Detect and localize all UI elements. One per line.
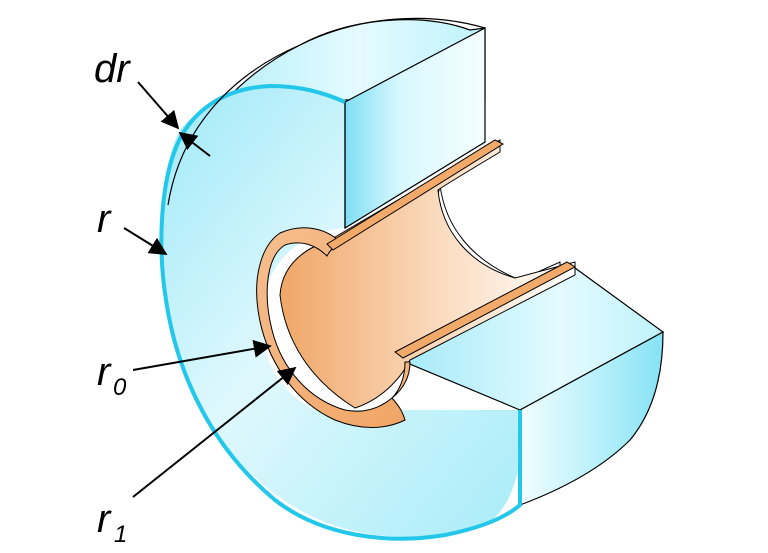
label-r1: r 1 bbox=[97, 497, 127, 548]
inner-tube-end-face bbox=[391, 361, 411, 399]
inner-tube-upper-edge bbox=[326, 139, 505, 251]
r1-arrow bbox=[132, 366, 297, 498]
label-r1-subscript: 1 bbox=[114, 521, 127, 548]
inner-tube-lower-edge bbox=[394, 261, 577, 359]
r-arrow bbox=[123, 227, 168, 255]
dr-arrow-inner bbox=[178, 131, 211, 157]
inner-tube-body bbox=[279, 139, 576, 409]
outer-shell-front-face bbox=[160, 86, 520, 538]
r0-arrow bbox=[132, 339, 272, 371]
outer-edge-r bbox=[159, 83, 522, 541]
label-dr: dr bbox=[94, 47, 131, 91]
label-r1-base: r bbox=[97, 497, 112, 541]
label-r: r bbox=[97, 197, 112, 241]
dr-arrow-outer bbox=[137, 81, 180, 130]
label-r0-base: r bbox=[97, 350, 112, 394]
label-r0: r 0 bbox=[97, 350, 127, 401]
label-r0-subscript: 0 bbox=[113, 374, 127, 401]
lower-cut-block-side bbox=[519, 330, 664, 506]
